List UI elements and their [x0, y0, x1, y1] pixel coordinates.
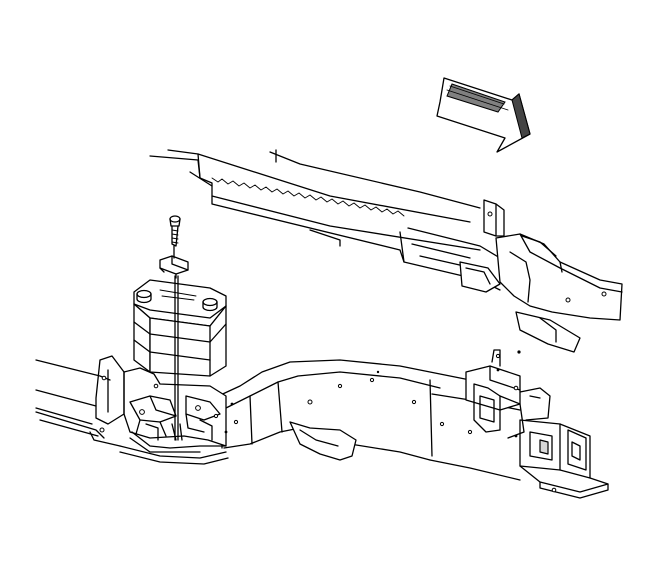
upper-frame-rail	[149, 149, 623, 354]
alignment-line	[173, 245, 179, 441]
battery-icon	[133, 279, 227, 377]
direction-arrow-icon	[436, 77, 531, 153]
rivet-mark	[224, 430, 228, 434]
retainer-clamp-icon	[159, 255, 189, 279]
rivet-mark	[376, 370, 380, 374]
rivet-mark	[230, 402, 234, 406]
lower-frame-rail	[35, 349, 609, 499]
bolt-icon	[169, 215, 181, 247]
